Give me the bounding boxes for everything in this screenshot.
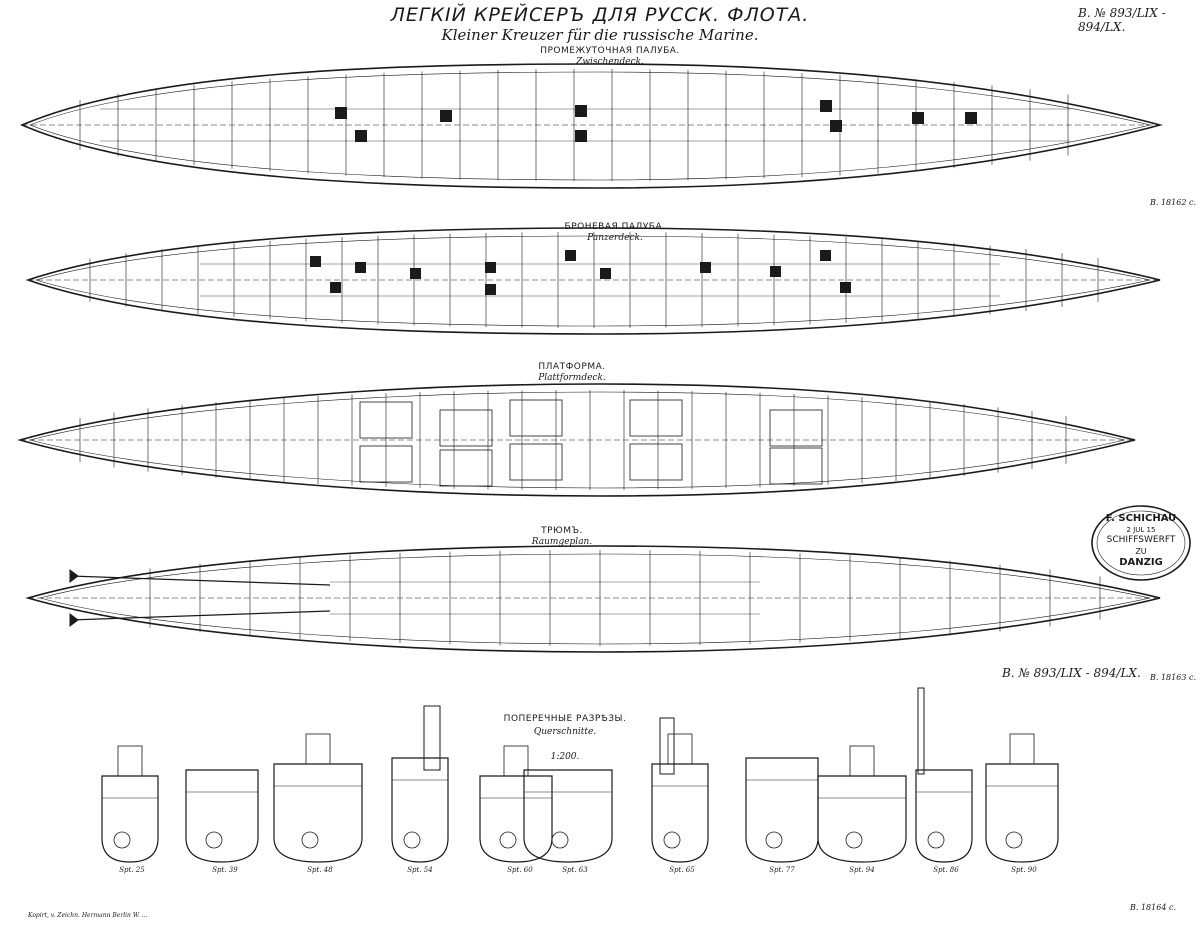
title-german: Kleiner Kreuzer für die russische Marine… (441, 26, 759, 44)
frame-label: Spt. 25 (119, 866, 145, 874)
frame-label: Spt. 90 (1011, 866, 1037, 874)
sections-drawing-number: B. 18164 c. (1130, 903, 1176, 912)
deck-4-drawing-number: B. 18163 c. (1150, 673, 1196, 682)
deck-2-label-de: Panzerdeck. (587, 233, 643, 243)
frame-label: Spt. 60 (507, 866, 533, 874)
frame-label: Spt. 65 (669, 866, 695, 874)
frame-label: Spt. 63 (562, 866, 588, 874)
sheet-number-top: B. № 893/LIX - 894/LX. (1078, 6, 1166, 34)
deck-4-label-ru: ТРЮМЪ. (541, 526, 583, 536)
deck-1-label-ru: ПРОМЕЖУТОЧНАЯ ПАЛУБА. (540, 46, 680, 56)
frame-label: Spt. 94 (849, 866, 875, 874)
sheet-number-bottom: B. № 893/LIX - 894/LX. (1002, 666, 1141, 680)
deck-4-label-de: Raumgeplan. (531, 537, 593, 547)
sections-title-de: Querschnitte. (533, 727, 597, 737)
frame-label: Spt. 54 (407, 866, 433, 874)
hull-platform-deck (17, 383, 1136, 497)
deck-3-label-ru: ПЛАТФОРМА. (538, 362, 606, 372)
deck-3-label-de: Plattformdeck. (538, 373, 606, 383)
deck-1-label-de: Zwischendeck. (576, 57, 644, 67)
frame-label: Spt. 48 (307, 866, 333, 874)
footer-note: Kopirt, v. Zeichn. Hermann Berlin W. ... (28, 912, 148, 919)
hull-hold (25, 545, 1161, 653)
frame-label: Spt. 39 (212, 866, 238, 874)
stamp-date: 2 JUL 15 (1126, 526, 1156, 534)
stamp-line4: DANZIG (1119, 557, 1163, 568)
shipyard-stamp (1091, 505, 1191, 581)
deck-1-drawing-number: B. 18162 c. (1150, 198, 1196, 207)
title-russian: ЛЕГКІЙ КРЕЙСЕРЪ ДЛЯ РУССК. ФЛОТА. (390, 4, 810, 26)
stamp-line3: ZU (1135, 547, 1147, 556)
frame-label: Spt. 77 (769, 866, 795, 874)
cross-sections (101, 687, 1059, 863)
deck-2-label-ru: БРОНЕВАЯ ПАЛУБА. (564, 222, 666, 232)
stamp-line2: SCHIFFSWERFT (1106, 535, 1176, 545)
sections-scale: 1:200. (550, 752, 580, 762)
hull-armoured-deck (25, 227, 1161, 335)
sections-title-ru: ПОПЕРЕЧНЫЕ РАЗРѢЗЫ. (503, 714, 627, 724)
hull-intermediate-deck (19, 63, 1164, 189)
frame-label: Spt. 86 (933, 866, 959, 874)
stamp-line1: F. SCHICHAU (1105, 513, 1177, 524)
